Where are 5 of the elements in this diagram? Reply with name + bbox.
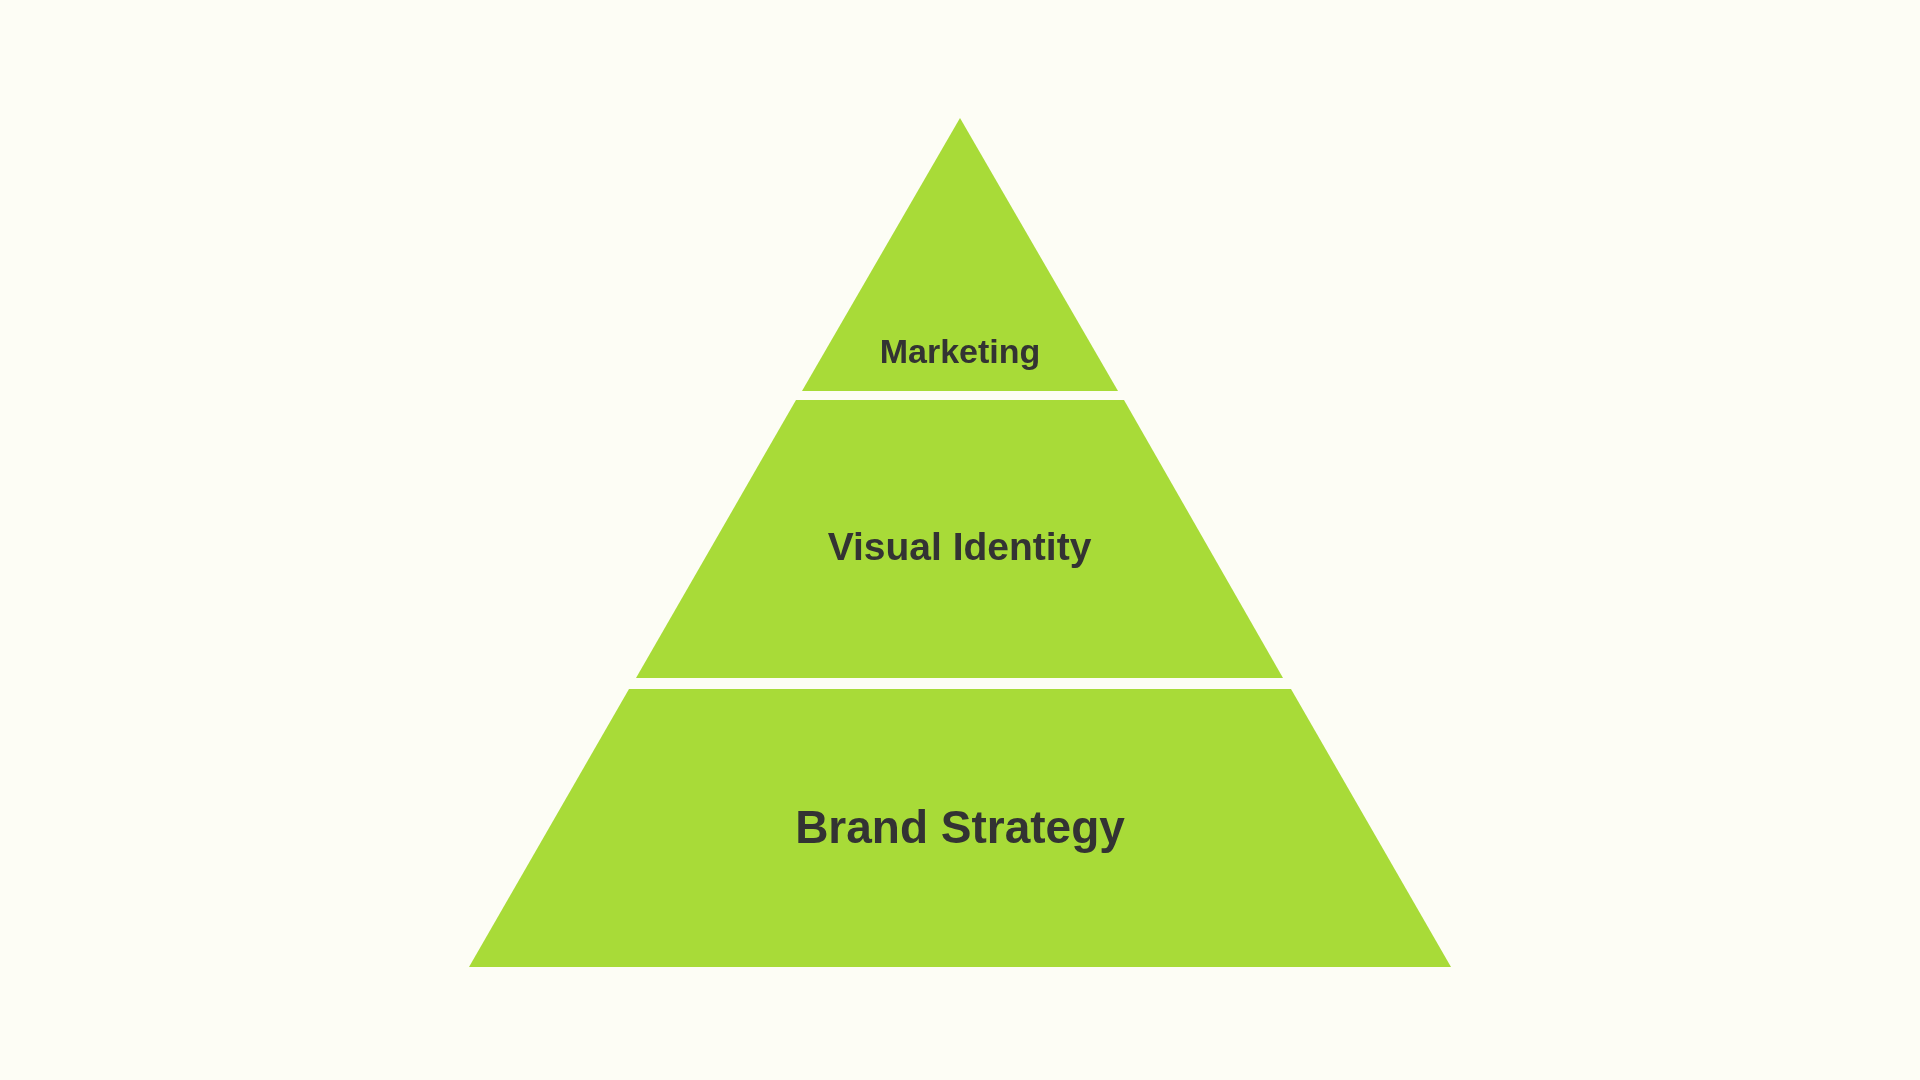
pyramid-tier: [802, 118, 1118, 391]
tier-label: Marketing: [878, 334, 1042, 368]
tier-label: Visual Identity: [826, 527, 1093, 566]
pyramid-tier: [636, 400, 1283, 678]
pyramid-tier: [469, 689, 1451, 967]
